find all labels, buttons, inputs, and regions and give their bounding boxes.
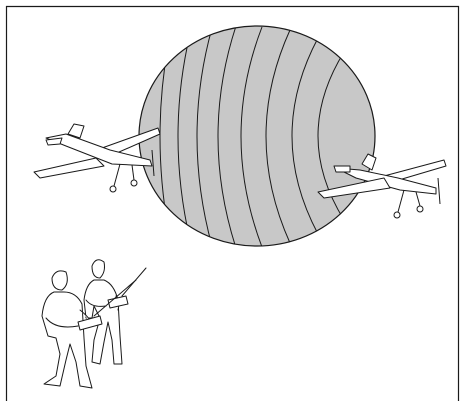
rc-airplane-right xyxy=(317,153,447,219)
frame-border xyxy=(5,5,460,401)
pilot-front xyxy=(41,270,137,389)
transmission-range-sphere xyxy=(138,25,376,247)
pilot-back xyxy=(83,259,147,365)
rc-airplane-left xyxy=(33,123,161,193)
